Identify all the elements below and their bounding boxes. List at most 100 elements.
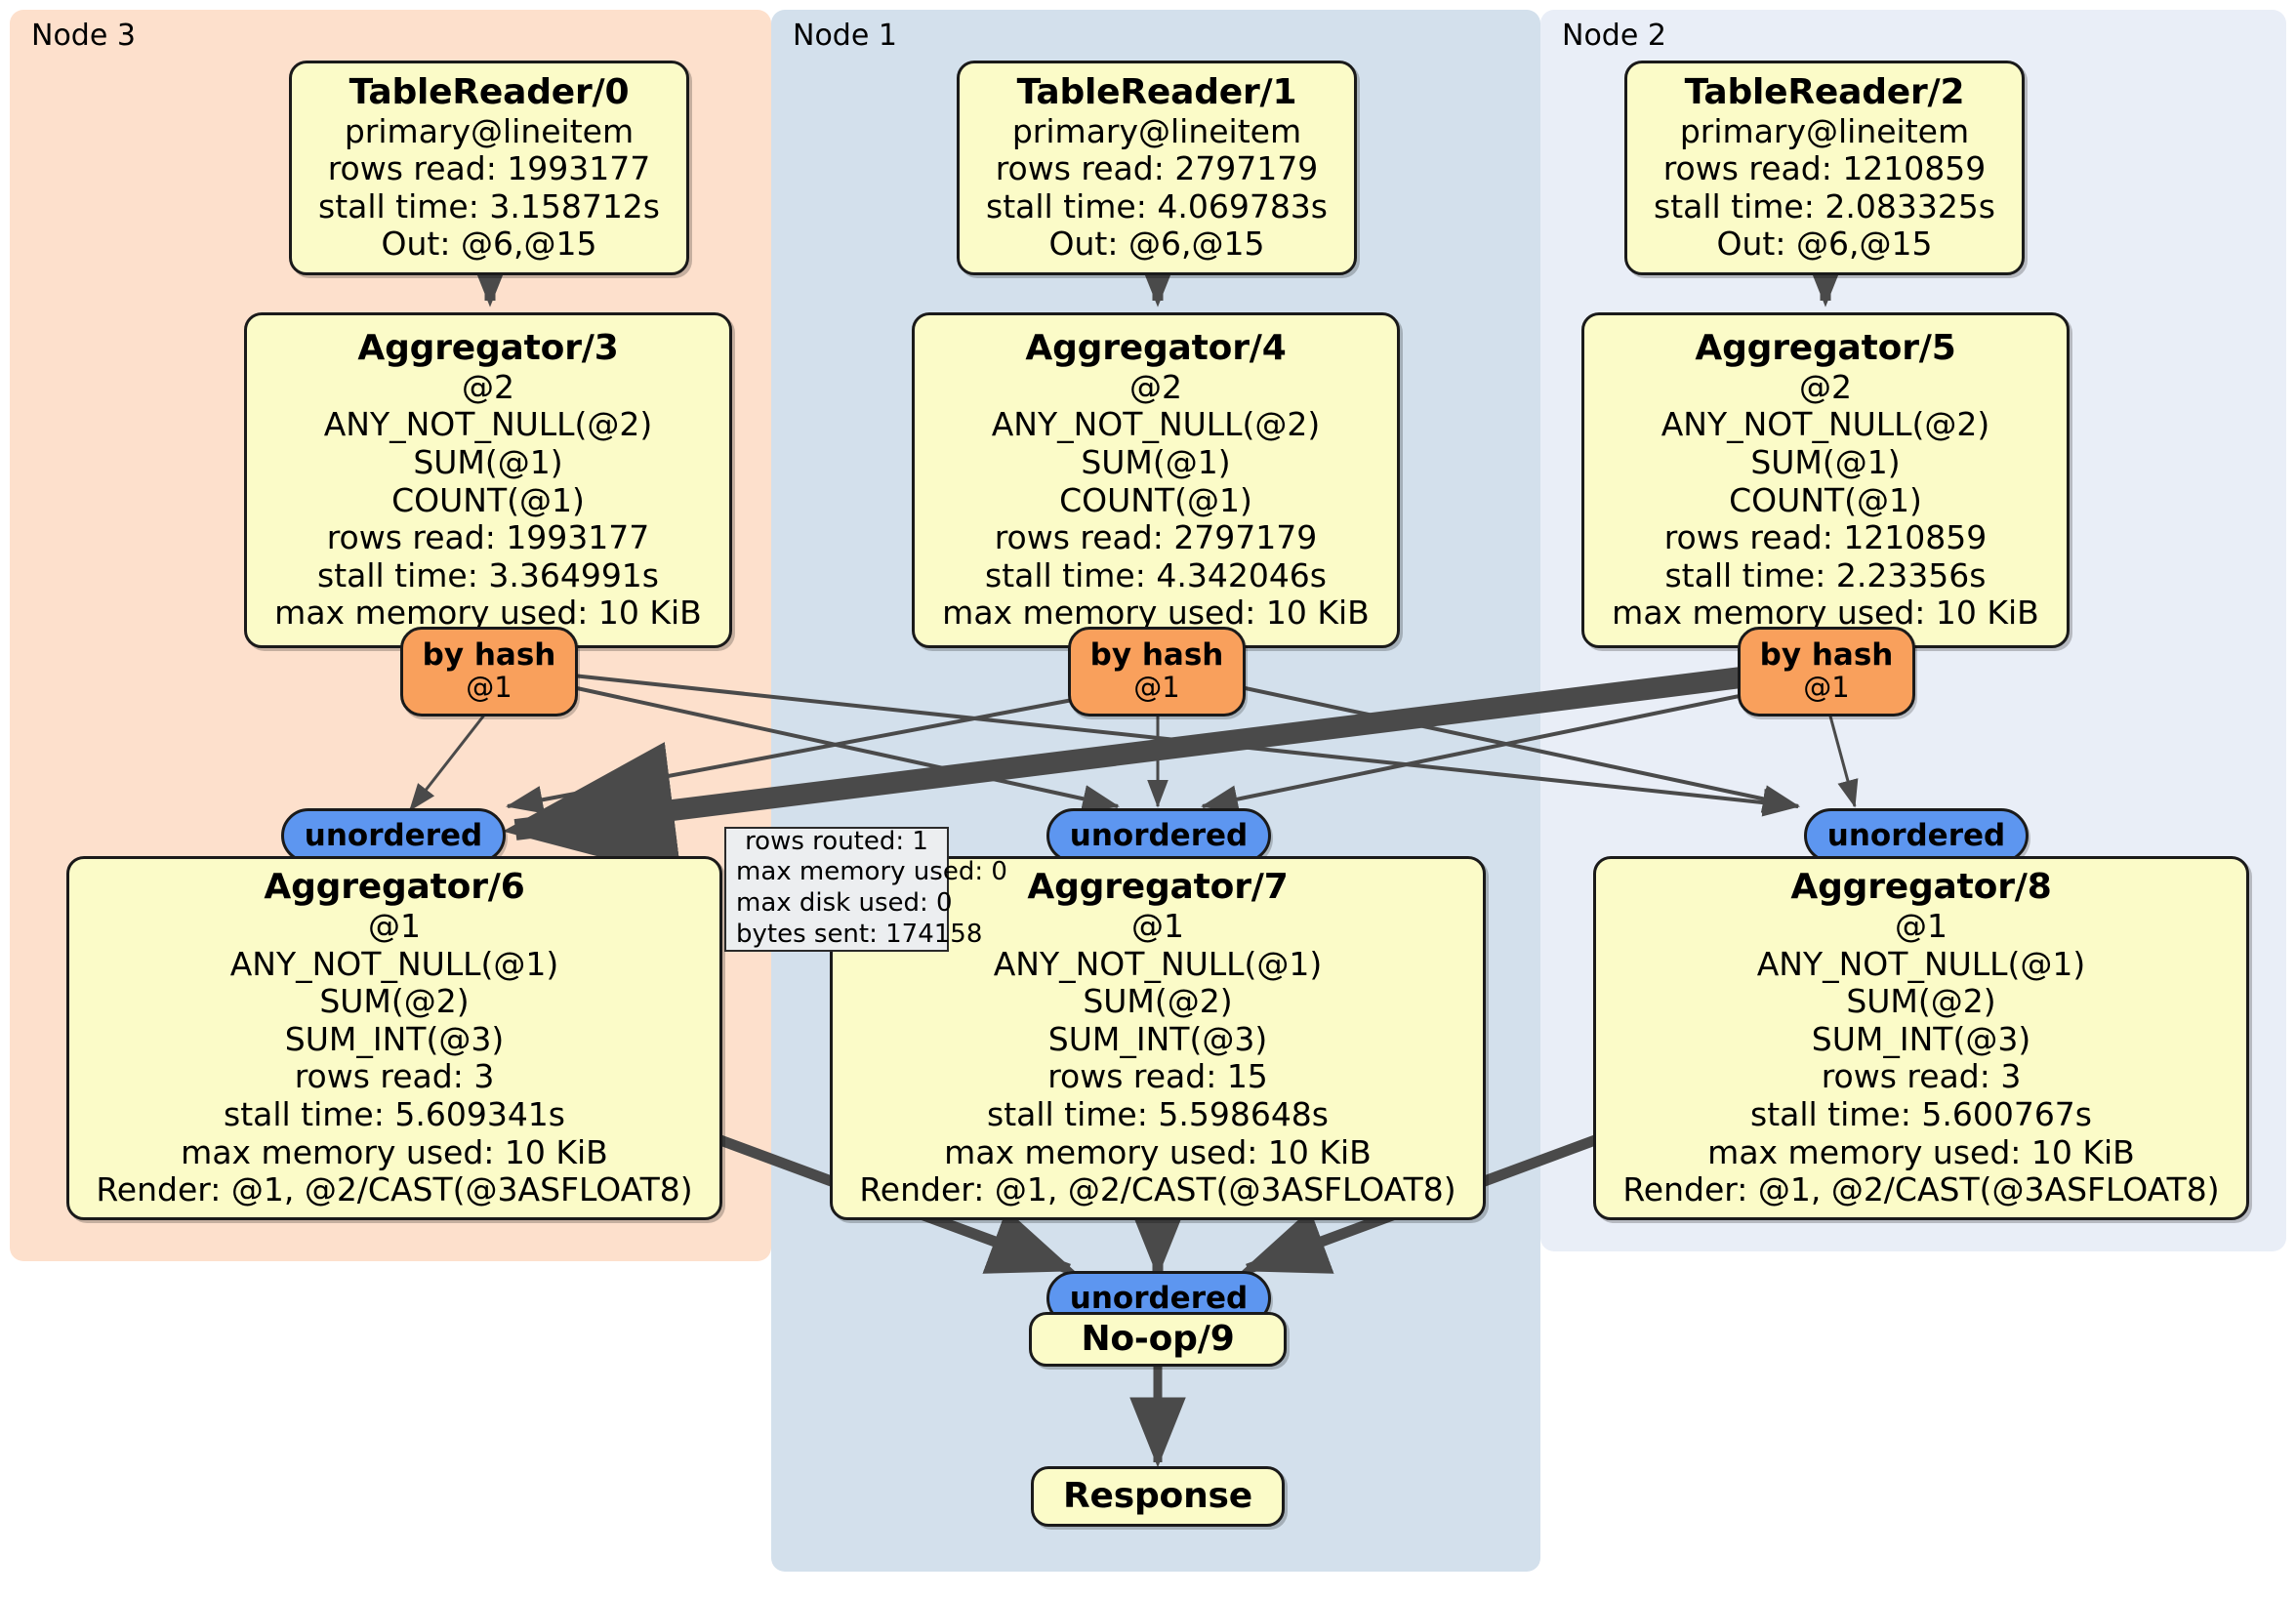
node-detail: stall time: 3.158712s — [318, 186, 660, 225]
node-table-reader-2[interactable]: TableReader/2 primary@lineitem rows read… — [1624, 61, 2025, 275]
node-title: Aggregator/8 — [1790, 867, 2052, 908]
node-detail: Out: @6,@15 — [1048, 225, 1265, 264]
node-detail: @2 — [462, 367, 514, 406]
router-stats-tooltip: rows routed: 1 max memory used: 0 max di… — [724, 826, 1007, 952]
node-detail: max memory used: 10 KiB — [181, 1132, 608, 1171]
router-column-label: @1 — [1803, 671, 1850, 705]
node-detail: COUNT(@1) — [1059, 480, 1252, 519]
node-detail: ANY_NOT_NULL(@2) — [1660, 405, 1990, 444]
node-detail: max memory used: 10 KiB — [274, 594, 702, 633]
stats-line: rows routed: 1 — [745, 826, 928, 856]
node-detail: rows read: 2797179 — [994, 518, 1318, 557]
node-title: No-op/9 — [1081, 1319, 1235, 1360]
node-response[interactable]: Response — [1031, 1466, 1285, 1527]
node-detail: Render: @1, @2/CAST(@3ASFLOAT8) — [1622, 1170, 2220, 1209]
router-unordered-1[interactable]: unordered — [1046, 808, 1271, 863]
node-detail: Render: @1, @2/CAST(@3ASFLOAT8) — [96, 1170, 693, 1209]
node-detail: stall time: 3.364991s — [317, 555, 659, 594]
node-title: TableReader/0 — [348, 71, 630, 112]
router-type-label: unordered — [1069, 817, 1249, 853]
node-detail: Out: @6,@15 — [381, 225, 597, 264]
node-detail: SUM(@1) — [1750, 442, 1901, 481]
router-type-label: by hash — [1089, 637, 1224, 674]
node-detail: stall time: 5.609341s — [224, 1094, 565, 1133]
node-title: Aggregator/4 — [1025, 327, 1287, 368]
node-detail: COUNT(@1) — [1729, 480, 1922, 519]
node-detail: Render: @1, @2/CAST(@3ASFLOAT8) — [859, 1170, 1456, 1209]
router-column-label: @1 — [466, 671, 512, 705]
node-detail: SUM(@2) — [1846, 982, 1996, 1021]
node-detail: @1 — [368, 906, 421, 945]
node-title: TableReader/1 — [1016, 71, 1297, 112]
node-detail: ANY_NOT_NULL(@2) — [323, 405, 653, 444]
node-detail: SUM(@1) — [1081, 442, 1231, 481]
node-detail: SUM_INT(@3) — [284, 1019, 505, 1058]
node-detail: max memory used: 10 KiB — [1707, 1132, 2135, 1171]
router-type-label: unordered — [1069, 1280, 1249, 1316]
node-detail: SUM(@1) — [413, 442, 563, 481]
node-table-reader-0[interactable]: TableReader/0 primary@lineitem rows read… — [289, 61, 689, 275]
router-type-label: unordered — [304, 817, 483, 853]
router-type-label: unordered — [1826, 817, 2006, 853]
router-unordered-0[interactable]: unordered — [281, 808, 506, 863]
node-detail: ANY_NOT_NULL(@2) — [991, 405, 1321, 444]
node-detail: stall time: 2.23356s — [1664, 555, 1987, 594]
node-aggregator-5[interactable]: Aggregator/5 @2 ANY_NOT_NULL(@2) SUM(@1)… — [1581, 312, 2070, 648]
node-detail: primary@lineitem — [344, 111, 635, 150]
node-detail: @1 — [1895, 906, 1948, 945]
node-table-reader-1[interactable]: TableReader/1 primary@lineitem rows read… — [957, 61, 1357, 275]
node-detail: rows read: 1993177 — [326, 518, 650, 557]
router-by-hash-0[interactable]: by hash @1 — [400, 627, 578, 717]
node-detail: rows read: 3 — [294, 1057, 495, 1096]
node-detail: stall time: 4.069783s — [986, 186, 1328, 225]
node-detail: ANY_NOT_NULL(@1) — [1756, 944, 2086, 983]
router-type-label: by hash — [422, 637, 556, 674]
node-title: Aggregator/5 — [1695, 327, 1956, 368]
node-title: Response — [1063, 1476, 1252, 1517]
node-detail: SUM_INT(@3) — [1047, 1019, 1268, 1058]
node-detail: rows read: 15 — [1047, 1057, 1268, 1096]
cluster-label-node-2: Node 2 — [1562, 19, 1666, 53]
node-detail: SUM_INT(@3) — [1811, 1019, 2031, 1058]
node-detail: @2 — [1129, 367, 1182, 406]
node-detail: stall time: 5.600767s — [1750, 1094, 2092, 1133]
node-detail: rows read: 1993177 — [327, 149, 651, 188]
node-detail: stall time: 4.342046s — [985, 555, 1327, 594]
node-detail: primary@lineitem — [1011, 111, 1302, 150]
cluster-label-node-1: Node 1 — [793, 19, 897, 53]
router-column-label: @1 — [1133, 671, 1180, 705]
node-aggregator-7[interactable]: Aggregator/7 @1 ANY_NOT_NULL(@1) SUM(@2)… — [830, 856, 1486, 1220]
router-unordered-2[interactable]: unordered — [1804, 808, 2029, 863]
node-detail: max memory used: 10 KiB — [942, 594, 1370, 633]
node-detail: ANY_NOT_NULL(@1) — [993, 944, 1323, 983]
node-detail: stall time: 2.083325s — [1654, 186, 1995, 225]
stats-line: max memory used: 0 — [736, 857, 1007, 887]
node-detail: stall time: 5.598648s — [987, 1094, 1329, 1133]
node-title: Aggregator/7 — [1027, 867, 1289, 908]
node-aggregator-3[interactable]: Aggregator/3 @2 ANY_NOT_NULL(@2) SUM(@1)… — [244, 312, 732, 648]
router-by-hash-1[interactable]: by hash @1 — [1068, 627, 1246, 717]
node-title: TableReader/2 — [1684, 71, 1965, 112]
node-title: Aggregator/6 — [264, 867, 525, 908]
cluster-label-node-3: Node 3 — [31, 19, 136, 53]
stats-line: max disk used: 0 — [736, 888, 953, 918]
node-detail: primary@lineitem — [1679, 111, 1970, 150]
node-aggregator-8[interactable]: Aggregator/8 @1 ANY_NOT_NULL(@1) SUM(@2)… — [1593, 856, 2249, 1220]
node-no-op-9[interactable]: No-op/9 — [1029, 1312, 1287, 1367]
node-detail: SUM(@2) — [1083, 982, 1233, 1021]
node-detail: @2 — [1799, 367, 1852, 406]
node-detail: max memory used: 10 KiB — [1612, 594, 2039, 633]
node-detail: ANY_NOT_NULL(@1) — [229, 944, 559, 983]
node-detail: rows read: 1210859 — [1663, 518, 1988, 557]
node-detail: max memory used: 10 KiB — [944, 1132, 1372, 1171]
node-detail: rows read: 1210859 — [1662, 149, 1987, 188]
node-aggregator-4[interactable]: Aggregator/4 @2 ANY_NOT_NULL(@2) SUM(@1)… — [912, 312, 1400, 648]
node-detail: @1 — [1131, 906, 1184, 945]
node-detail: COUNT(@1) — [391, 480, 585, 519]
node-aggregator-6[interactable]: Aggregator/6 @1 ANY_NOT_NULL(@1) SUM(@2)… — [66, 856, 722, 1220]
router-type-label: by hash — [1759, 637, 1894, 674]
stats-line: bytes sent: 174158 — [736, 919, 983, 949]
node-detail: Out: @6,@15 — [1716, 225, 1933, 264]
router-by-hash-2[interactable]: by hash @1 — [1738, 627, 1915, 717]
